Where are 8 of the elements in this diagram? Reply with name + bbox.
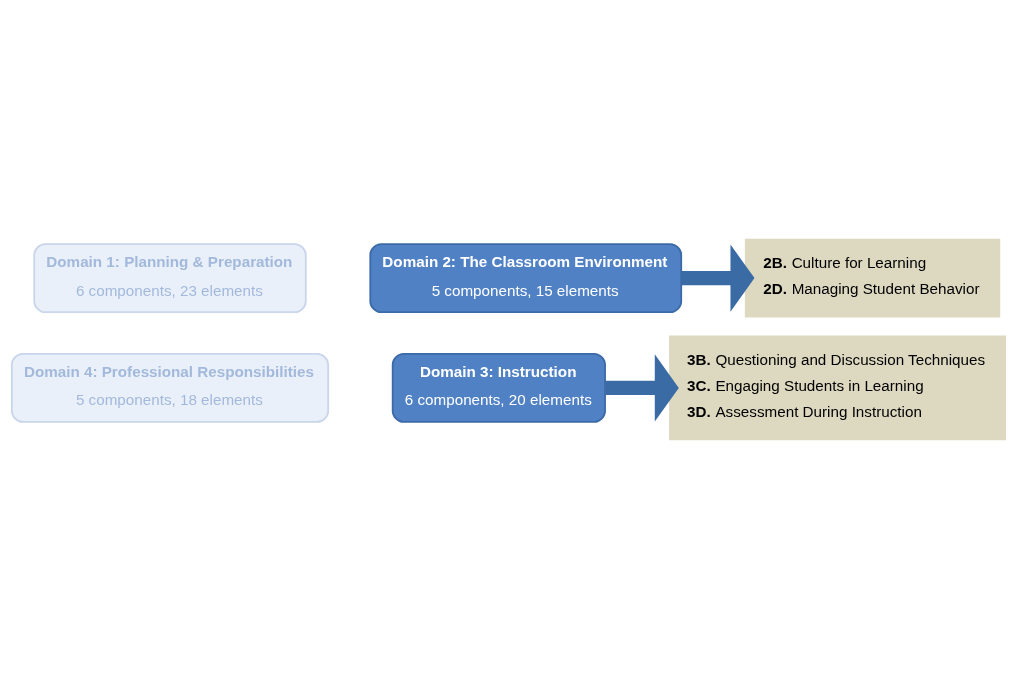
node-box: 2B. Culture for Learning 2D. Managing Student Behavior	[744, 238, 1001, 318]
node-box: 3B. Questioning and Discussion Techniques 3C. Engaging Students in Learning 3D. Assessment During Instruction	[669, 335, 1007, 441]
node-box: Domain 3: Instruction 6 components, 20 elements	[391, 352, 606, 423]
arrow	[681, 244, 755, 312]
node-box: Domain 2: The Classroom Environment 5 components, 15 elements	[369, 243, 683, 314]
node-box: Domain 1: Planning & Preparation 6 components, 23 elements	[33, 243, 307, 314]
arrow	[605, 354, 679, 422]
node-box: Domain 4: Professional Responsibilities 5 components, 18 elements	[10, 352, 330, 423]
